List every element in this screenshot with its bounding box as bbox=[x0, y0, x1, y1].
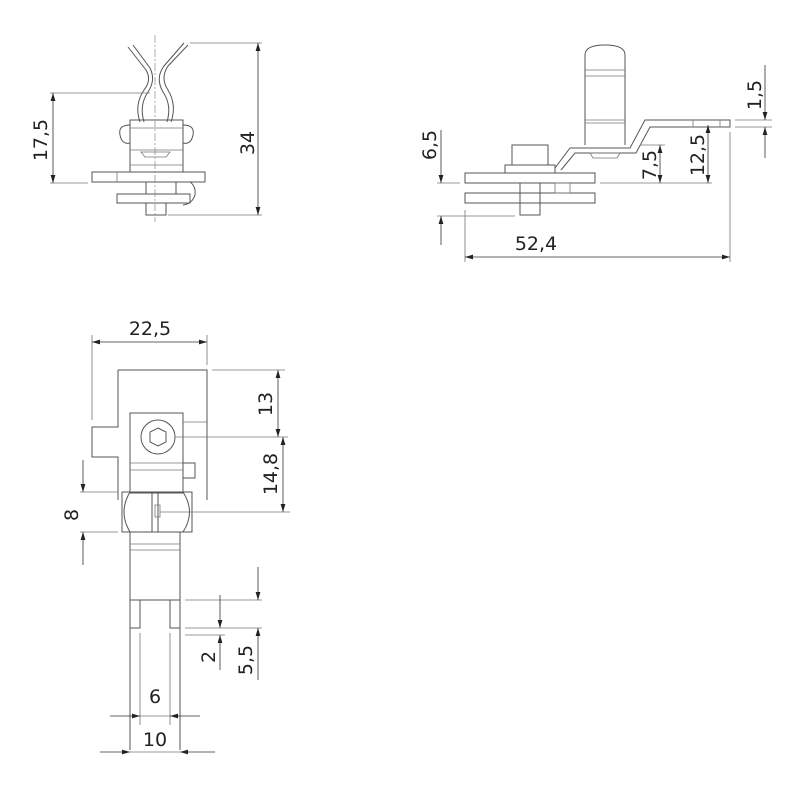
dim-tongue-height: 12,5 bbox=[687, 134, 709, 176]
dim-height-clip: 17,5 bbox=[30, 119, 52, 161]
front-view: 34 17,5 bbox=[30, 35, 262, 222]
dim-shaft-width: 10 bbox=[143, 729, 167, 751]
dim-plate: 6,5 bbox=[419, 130, 441, 160]
dim-bolt-offset: 13 bbox=[255, 392, 277, 416]
dim-slot-width: 6 bbox=[149, 686, 161, 708]
dim-slot-pos: 5,5 bbox=[235, 645, 257, 675]
dim-ball: 8 bbox=[61, 509, 83, 521]
dim-thickness: 1,5 bbox=[744, 80, 766, 110]
top-view: 22,5 13 14,8 8 2 5,5 6 10 bbox=[61, 318, 290, 755]
dim-length: 52,4 bbox=[515, 233, 557, 255]
dim-ball-offset: 14,8 bbox=[260, 453, 282, 495]
dim-slot-depth: 2 bbox=[198, 651, 220, 663]
dim-step: 7,5 bbox=[639, 150, 661, 180]
side-view: 6,5 7,5 12,5 1,5 52,4 bbox=[419, 44, 772, 262]
dim-height-total: 34 bbox=[237, 131, 259, 155]
dim-width: 22,5 bbox=[129, 318, 171, 340]
